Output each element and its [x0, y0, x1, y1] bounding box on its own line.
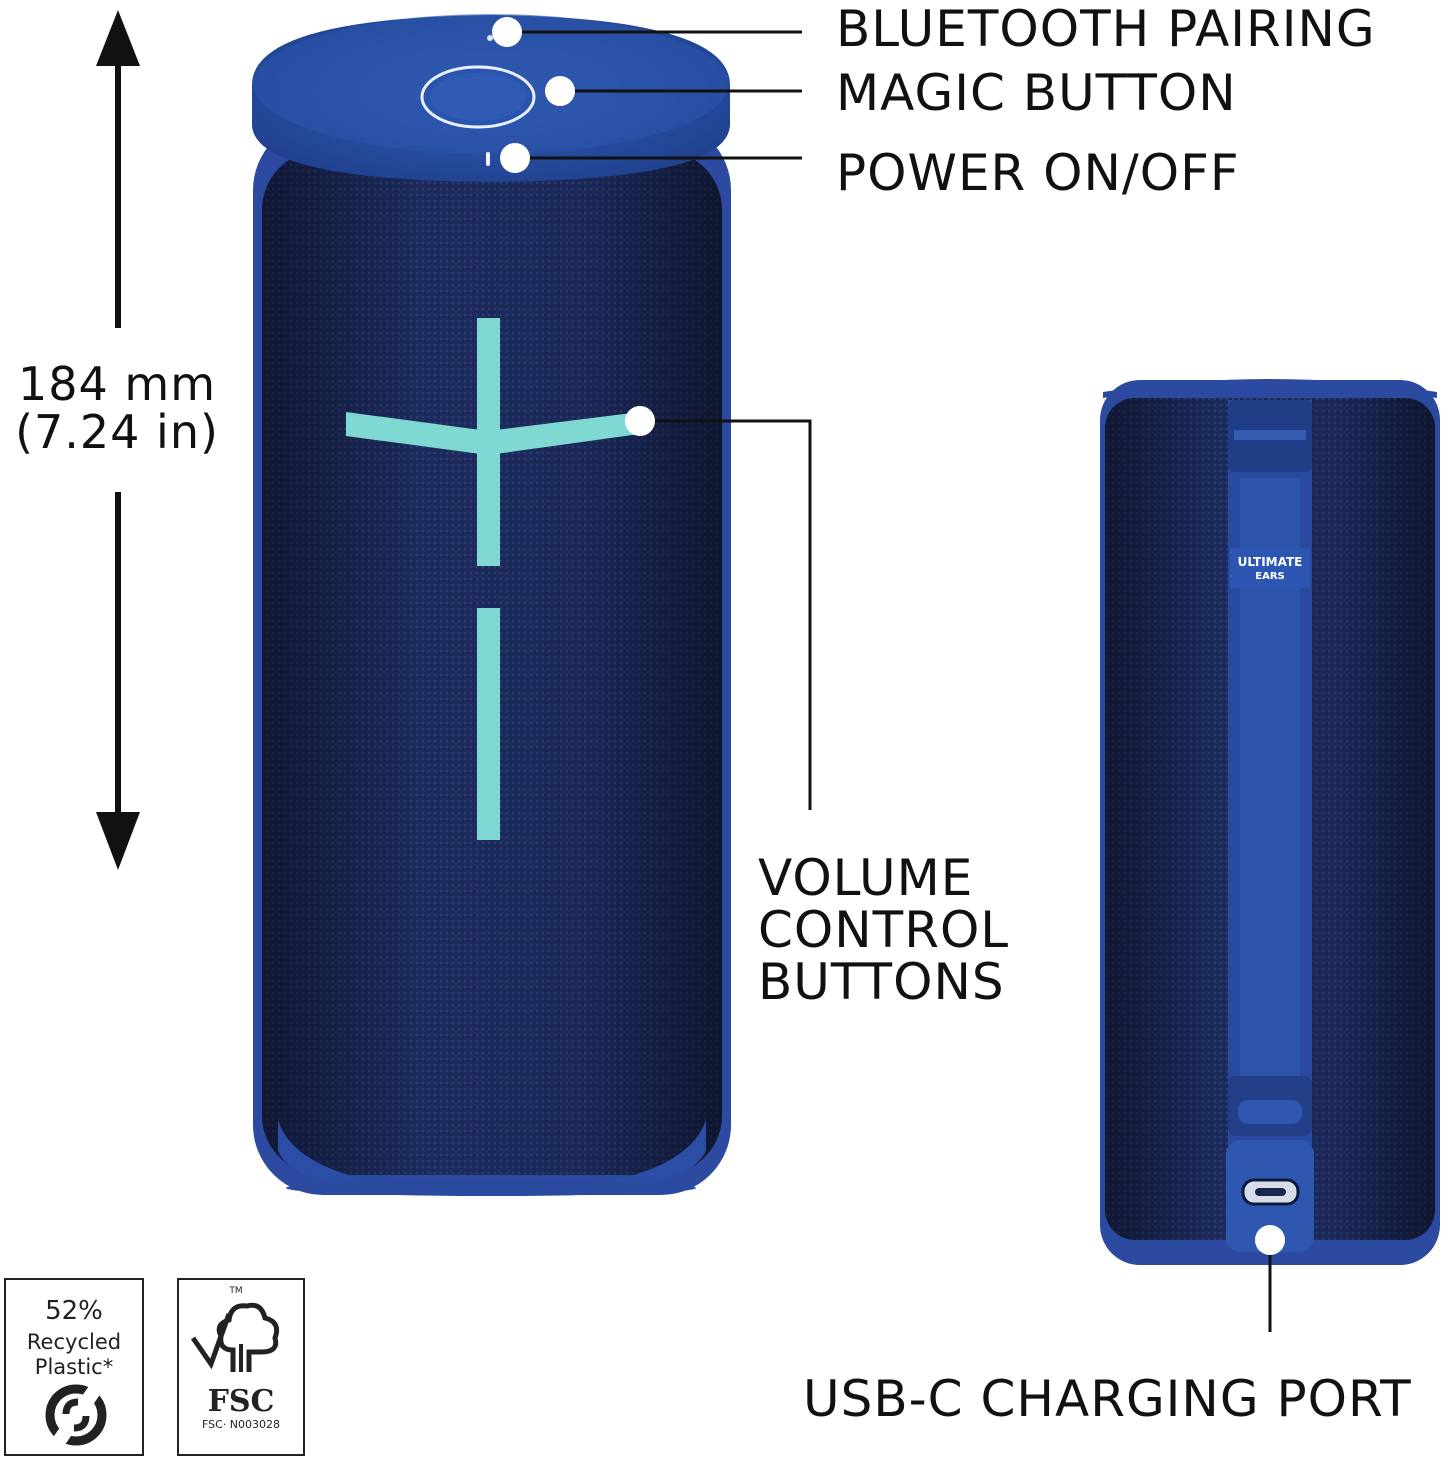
bluetooth-pairing-label: BLUETOOTH PAIRING: [836, 0, 1376, 58]
callout-lines: [508, 30, 812, 810]
brand-logo-line2: EARS: [1255, 571, 1284, 582]
usb-c-port-label: USB-C CHARGING PORT: [803, 1370, 1412, 1428]
recycled-percent: 52%: [45, 1296, 103, 1326]
magic-button-label: MAGIC BUTTON: [836, 64, 1237, 122]
dimension-metric: 184 mm: [17, 357, 217, 411]
volume-label-line2: CONTROL: [758, 901, 1010, 959]
fsc-trademark: TM: [229, 1286, 243, 1296]
dimension-label: 184 mm (7.24 in): [6, 360, 228, 457]
fsc-code: FSC· N003028: [201, 1418, 280, 1431]
brand-logo-line1: ULTIMATE: [1238, 555, 1303, 569]
usb-callout: [1255, 1225, 1285, 1332]
volume-label-line1: VOLUME: [758, 849, 974, 907]
back-speaker: ULTIMATE EARS: [1100, 379, 1440, 1265]
recycled-line1: Recycled: [26, 1330, 122, 1354]
power-label: POWER ON/OFF: [836, 144, 1240, 202]
recycle-icon: [45, 1384, 107, 1446]
fsc-name: FSC: [207, 1384, 275, 1419]
fsc-tree-icon: [190, 1302, 280, 1372]
main-speaker: [252, 14, 731, 1196]
volume-label: VOLUME CONTROL BUTTONS: [758, 852, 1009, 1008]
fsc-badge: TM FSC FSC· N003028: [177, 1278, 305, 1456]
dimension-arrow: [96, 10, 140, 870]
dimension-imperial: (7.24 in): [15, 405, 219, 460]
recycled-plastic-badge: 52% Recycled Plastic*: [4, 1278, 144, 1456]
recycled-line2: Plastic*: [34, 1355, 114, 1379]
callout-dots: [492, 17, 655, 436]
volume-label-line3: BUTTONS: [758, 953, 1005, 1011]
